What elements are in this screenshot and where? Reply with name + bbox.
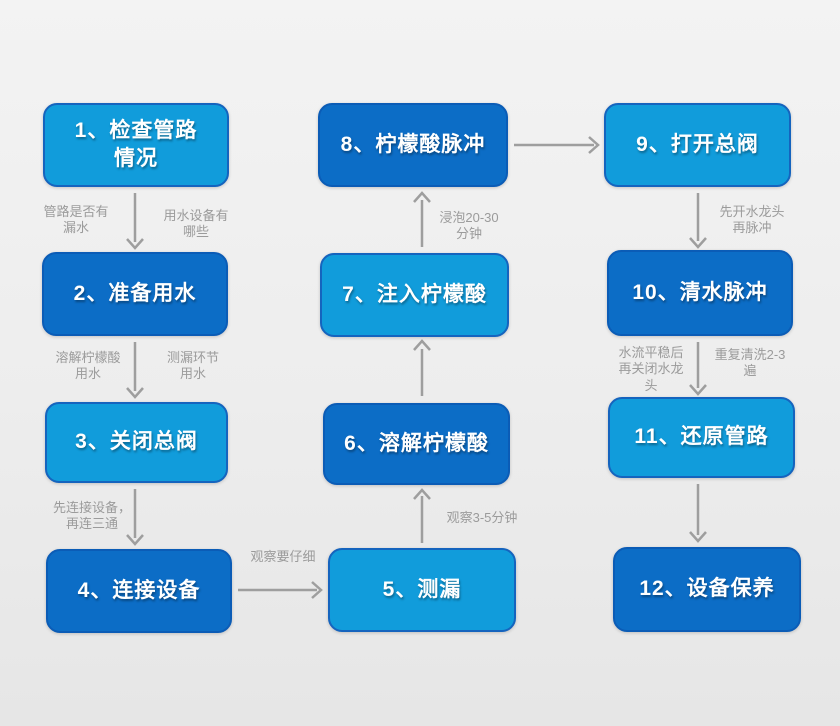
flow-node-6: 6、溶解柠檬酸 [323, 403, 510, 485]
arrow-step5-to-step6 [413, 488, 431, 543]
edge-label-step9-to-10: 先开水龙头 再脉冲 [719, 204, 785, 236]
arrow-step1-to-step2 [126, 193, 144, 250]
flow-node-9: 9、打开总阀 [604, 103, 791, 187]
flow-node-3: 3、关闭总阀 [45, 402, 228, 483]
edge-label-step10-to-11-left: 水流平稳后 再关闭水龙 头 [618, 345, 684, 393]
flow-node-1: 1、检查管路 情况 [43, 103, 229, 187]
edge-label-step4-to-5: 观察要仔细 [250, 549, 316, 564]
edge-label-step5-to-6: 观察3-5分钟 [446, 510, 518, 525]
edge-label-step1-to-2-left: 管路是否有 漏水 [43, 204, 109, 236]
arrow-step11-to-step12 [689, 484, 707, 543]
flow-node-8: 8、柠檬酸脉冲 [318, 103, 508, 187]
flow-node-2: 2、准备用水 [42, 252, 228, 336]
edge-label-step3-to-4: 先连接设备， 再连三通 [52, 500, 131, 532]
edge-label-step10-to-11-right: 重复清洗2-3 遍 [714, 347, 786, 379]
edge-label-step2-to-3-left: 溶解柠檬酸 用水 [55, 350, 121, 382]
flow-node-7: 7、注入柠檬酸 [320, 253, 509, 337]
arrow-step9-to-step10 [689, 193, 707, 249]
flow-node-4: 4、连接设备 [46, 549, 232, 633]
flow-node-10: 10、清水脉冲 [607, 250, 793, 336]
flow-node-12: 12、设备保养 [613, 547, 801, 632]
edge-label-step2-to-3-right: 测漏环节 用水 [166, 350, 219, 382]
flow-node-11: 11、还原管路 [608, 397, 795, 478]
arrow-step8-to-step9 [514, 136, 600, 154]
edge-label-step1-to-2-right: 用水设备有 哪些 [163, 208, 229, 240]
arrow-step6-to-step7 [413, 339, 431, 396]
flow-node-5: 5、测漏 [328, 548, 516, 632]
edge-label-step7-to-8: 浸泡20-30 分钟 [439, 210, 499, 242]
arrow-step4-to-step5 [238, 581, 323, 599]
